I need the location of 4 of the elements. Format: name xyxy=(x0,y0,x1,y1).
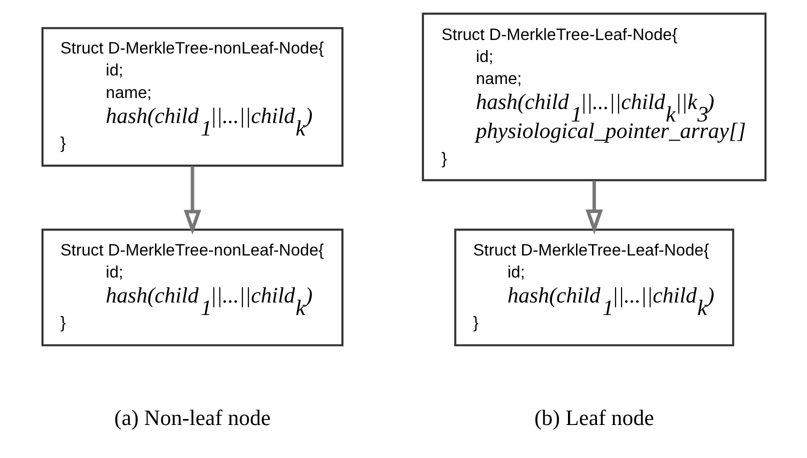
label: (b) Leaf node xyxy=(534,404,654,430)
arrow xyxy=(183,166,201,235)
arrow xyxy=(585,180,602,234)
label: (a) Non-leaf node xyxy=(114,404,270,430)
